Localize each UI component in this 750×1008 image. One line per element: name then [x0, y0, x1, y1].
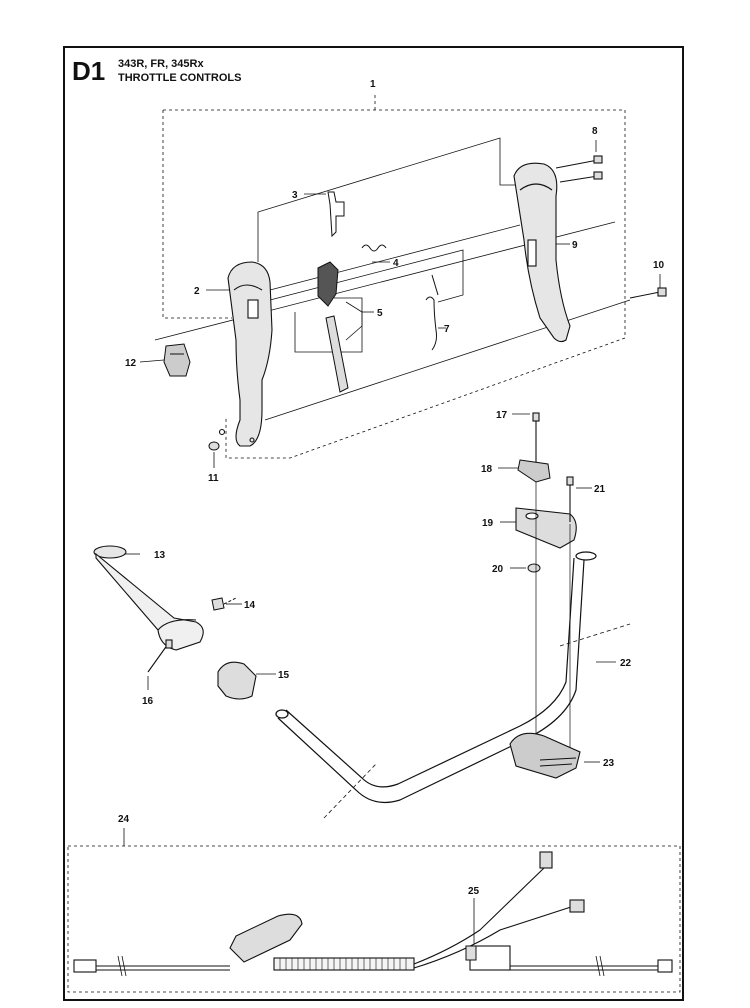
callout-14: 14: [244, 600, 256, 611]
part-9-right-handle: [513, 162, 571, 343]
callout-1: 1: [370, 79, 376, 90]
callout-9: 9: [572, 240, 578, 251]
callout-17: 17: [496, 410, 508, 421]
diagram-title: THROTTLE CONTROLS: [118, 72, 242, 84]
callout-2: 2: [194, 286, 200, 297]
callout-5: 5: [377, 308, 383, 319]
part-8-screws: [555, 155, 603, 183]
part-12-clip: [163, 343, 191, 377]
part-7-wire: [425, 274, 439, 351]
part-17-bolt: [532, 412, 540, 470]
part-15-clamp: [217, 661, 257, 700]
part-22-handle-bar: [275, 551, 631, 819]
part-10-bolt: [629, 287, 667, 299]
callout-10: 10: [653, 260, 665, 271]
callout-13: 13: [154, 550, 166, 561]
callout-3: 3: [292, 190, 298, 201]
part-11-washer: [208, 441, 220, 451]
callout-18: 18: [481, 464, 493, 475]
part-23-clamp-bottom: [509, 732, 581, 779]
part-5-throttle-trigger: [317, 261, 349, 393]
part-14-nut: [211, 597, 237, 611]
model-list: 343R, FR, 345Rx: [118, 58, 204, 70]
callout-7: 7: [444, 324, 450, 335]
callout-12: 12: [125, 358, 137, 369]
callout-22: 22: [620, 658, 632, 669]
part-4-spring: [361, 244, 387, 252]
leader-lines: [124, 140, 661, 944]
callout-19: 19: [482, 518, 494, 529]
part-25-adjuster: [465, 945, 477, 961]
callout-23: 23: [603, 758, 615, 769]
part-13-grip: [93, 545, 204, 651]
part-24-throttle-cable: [73, 851, 673, 977]
callout-21: 21: [594, 484, 606, 495]
assembly-24-outline: [67, 845, 681, 993]
assembly-1-outline: [162, 95, 626, 459]
callout-15: 15: [278, 670, 290, 681]
part-2-left-handle: [218, 261, 273, 447]
part-19-clamp-top: [515, 507, 577, 549]
part-20-washer: [527, 563, 541, 573]
callout-25: 25: [468, 886, 480, 897]
diagram-frame: [63, 46, 684, 1001]
callout-4: 4: [393, 258, 399, 269]
callout-labels: 1 2 3 4 5 7 8 9 10 11 12 13 14 15 16 17 …: [118, 79, 665, 897]
callout-24: 24: [118, 814, 130, 825]
callout-16: 16: [142, 696, 154, 707]
part-18-plate: [517, 459, 551, 483]
section-code: D1: [72, 56, 106, 86]
part-3-lock: [327, 191, 345, 238]
callout-8: 8: [592, 126, 598, 137]
callout-20: 20: [492, 564, 504, 575]
part-16-screw: [147, 639, 173, 673]
part-21-screw: [566, 476, 574, 522]
callout-11: 11: [208, 473, 219, 484]
